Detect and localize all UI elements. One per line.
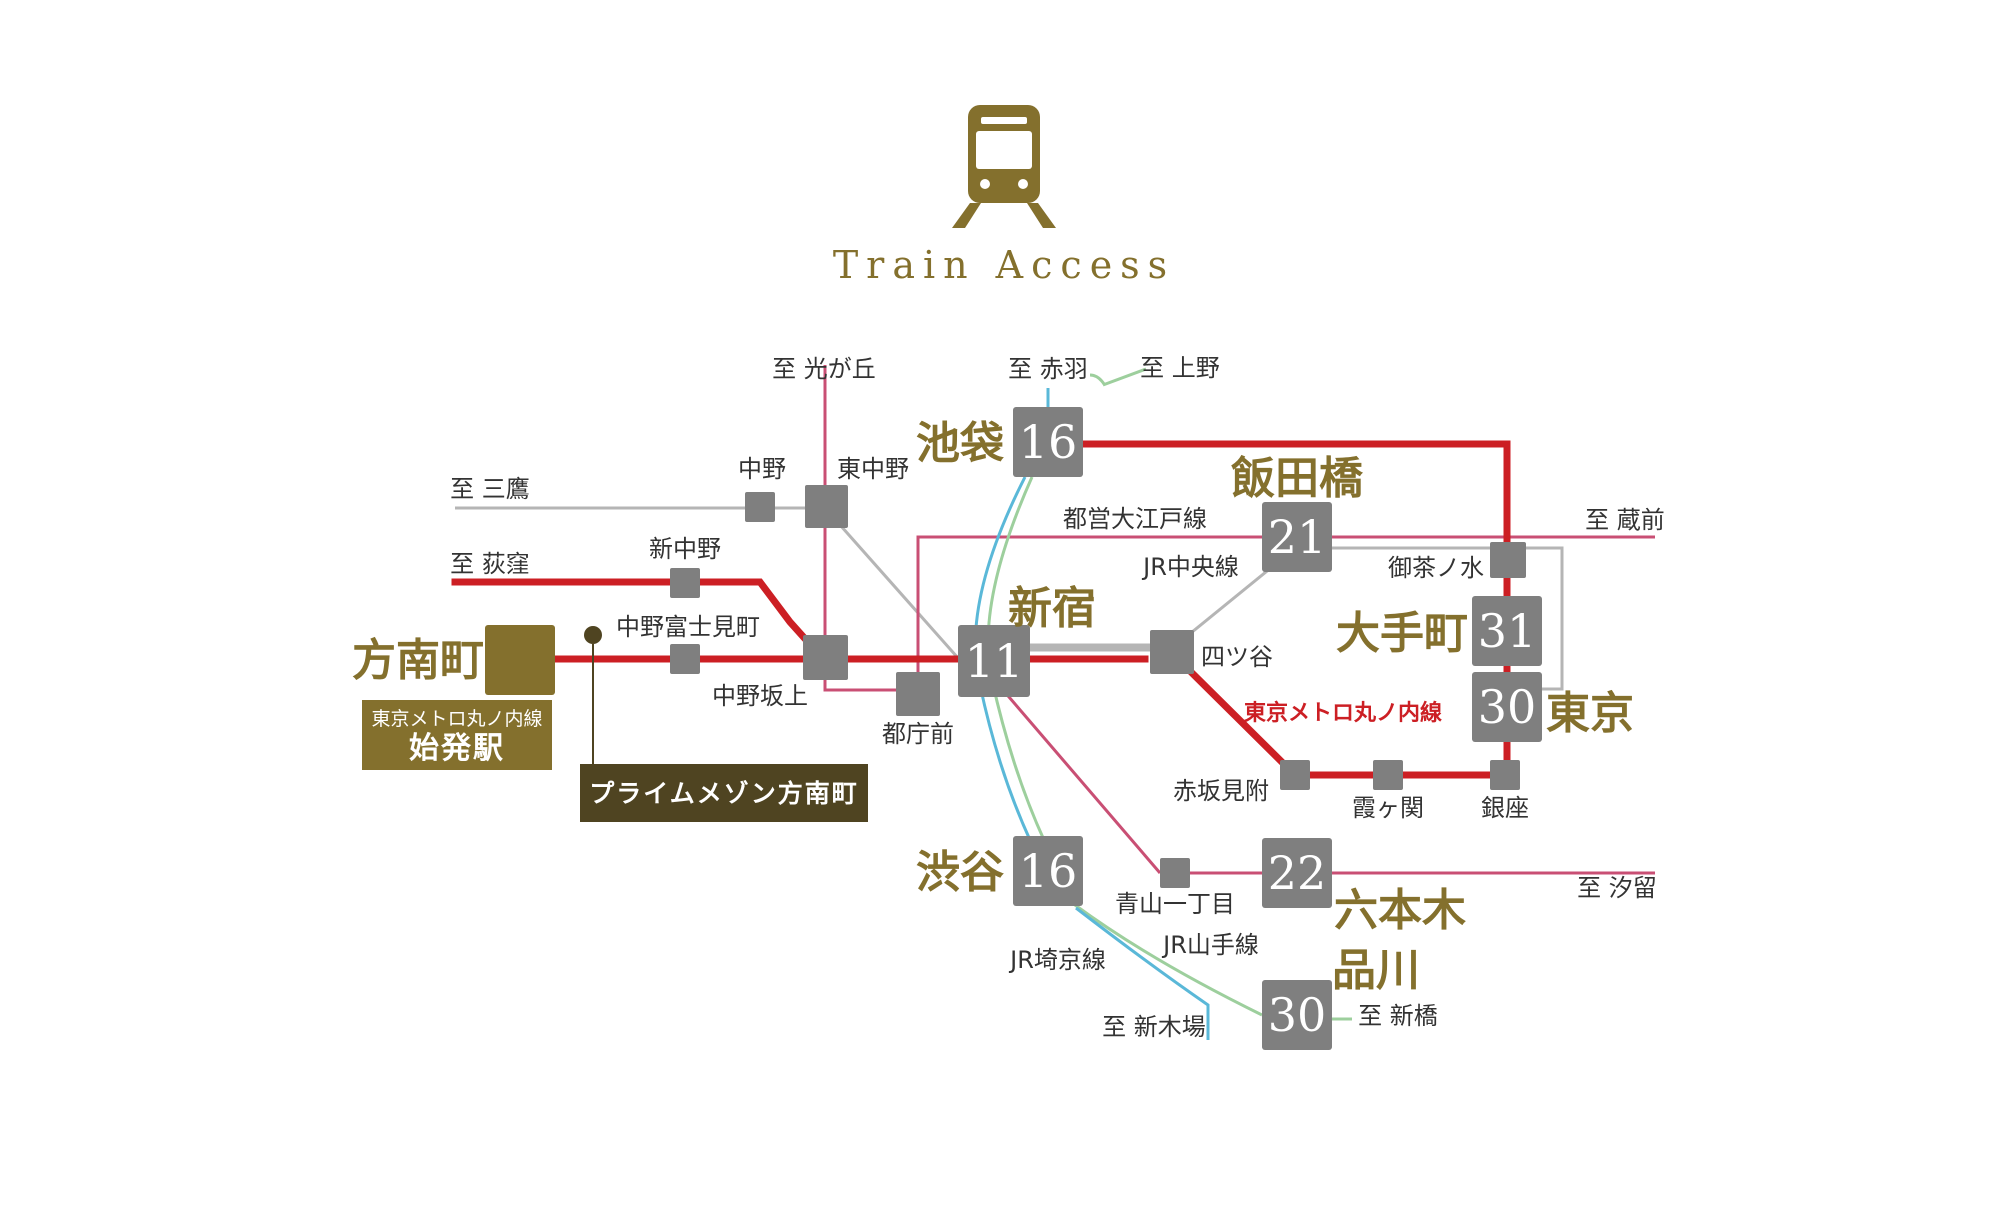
destination-shinbashi: 至 新橋 xyxy=(1358,1002,1438,1030)
station-name-shinnakano: 新中野 xyxy=(649,535,721,563)
station-name-yotsuya: 四ツ谷 xyxy=(1201,643,1273,671)
station-name-shinagawa: 品川 xyxy=(1332,945,1420,996)
origin-station-marker[interactable] xyxy=(485,625,555,695)
minutes-tokyo: 30 xyxy=(1478,680,1537,734)
destination-shiodome: 至 汐留 xyxy=(1577,874,1657,902)
destination-mitaka: 至 三鷹 xyxy=(450,475,530,503)
station-name-shibuya: 渋谷 xyxy=(916,847,1004,898)
line-label-jr-chuo: JR中央線 xyxy=(1141,553,1239,581)
station-name-otemachi: 大手町 xyxy=(1336,608,1468,659)
station-name-roppongi: 六本木 xyxy=(1334,885,1466,936)
minutes-shibuya: 16 xyxy=(1019,844,1078,898)
station-marker-kasumigaseki[interactable] xyxy=(1373,760,1403,790)
minutes-roppongi: 22 xyxy=(1268,846,1327,900)
major-station-ikebukuro[interactable]: 16 xyxy=(1013,407,1083,477)
station-name-shinjuku: 新宿 xyxy=(1008,583,1096,634)
station-name-aoyamaitchome: 青山一丁目 xyxy=(1115,890,1235,918)
station-marker-ginza[interactable] xyxy=(1490,760,1520,790)
page-title: Train Access xyxy=(833,243,1175,287)
destination-shinkiba: 至 新木場 xyxy=(1102,1013,1206,1041)
minutes-shinjuku: 11 xyxy=(965,634,1024,688)
station-name-tochomae: 都庁前 xyxy=(882,720,954,748)
major-station-shinjuku[interactable]: 11 xyxy=(958,625,1030,697)
station-name-nakanofujimicho: 中野富士見町 xyxy=(616,613,760,641)
minor-station-markers xyxy=(670,485,1526,888)
major-station-roppongi[interactable]: 22 xyxy=(1262,838,1332,908)
station-name-tokyo: 東京 xyxy=(1546,688,1634,739)
train-icon xyxy=(952,105,1056,228)
origin-badge-line: 東京メトロ丸ノ内線 xyxy=(371,708,542,730)
major-station-shinagawa[interactable]: 30 xyxy=(1262,980,1332,1050)
minutes-shinagawa: 30 xyxy=(1268,988,1327,1042)
minutes-iidabashi: 21 xyxy=(1268,510,1327,564)
station-marker-yotsuya[interactable] xyxy=(1150,630,1194,674)
station-marker-nakano[interactable] xyxy=(745,492,775,522)
property-name: プライムメゾン方南町 xyxy=(589,779,859,808)
line-label-oedo: 都営大江戸線 xyxy=(1063,505,1207,533)
destination-ueno: 至 上野 xyxy=(1140,354,1220,382)
station-name-higashinakano: 東中野 xyxy=(837,455,909,483)
station-marker-ochanomizu[interactable] xyxy=(1490,542,1526,578)
line-label-jr-saikyo: JR埼京線 xyxy=(1008,946,1106,974)
destination-kuramae: 至 蔵前 xyxy=(1585,506,1665,534)
property-pin xyxy=(584,626,602,764)
destination-akabane: 至 赤羽 xyxy=(1008,355,1088,383)
station-marker-higashinakano[interactable] xyxy=(805,485,848,528)
destination-ogikubo: 至 荻窪 xyxy=(450,550,530,578)
property-badge[interactable]: プライムメゾン方南町 xyxy=(580,764,868,822)
station-name-ikebukuro: 池袋 xyxy=(916,418,1004,469)
station-marker-akasakamitsuke[interactable] xyxy=(1280,760,1310,790)
origin-station-name: 方南町 xyxy=(352,635,484,686)
station-name-ginza: 銀座 xyxy=(1481,794,1529,822)
station-marker-aoyamaitchome[interactable] xyxy=(1160,858,1190,888)
major-station-iidabashi[interactable]: 21 xyxy=(1262,502,1332,572)
station-marker-tochomae[interactable] xyxy=(896,672,940,716)
station-name-iidabashi: 飯田橋 xyxy=(1231,453,1363,504)
line-label-marunouchi: 東京メトロ丸ノ内線 xyxy=(1244,700,1442,726)
minutes-ikebukuro: 16 xyxy=(1019,415,1078,469)
station-marker-shinnakano[interactable] xyxy=(670,568,700,598)
station-name-nakanosakaue: 中野坂上 xyxy=(712,682,808,710)
minutes-otemachi: 31 xyxy=(1478,604,1537,658)
line-label-jr-yamanote: JR山手線 xyxy=(1161,931,1259,959)
origin-badge: 東京メトロ丸ノ内線 始発駅 xyxy=(362,700,552,770)
major-station-otemachi[interactable]: 31 xyxy=(1472,596,1542,666)
major-station-tokyo[interactable]: 30 xyxy=(1472,672,1542,742)
major-station-shibuya[interactable]: 16 xyxy=(1013,836,1083,906)
station-name-akasakamitsuke: 赤坂見附 xyxy=(1173,777,1269,805)
station-name-ochanomizu: 御茶ノ水 xyxy=(1388,554,1484,582)
origin-badge-first-station: 始発駅 xyxy=(409,731,505,766)
station-marker-nakanofujimicho[interactable] xyxy=(670,644,700,674)
station-marker-nakanosakaue[interactable] xyxy=(803,635,848,680)
station-name-nakano: 中野 xyxy=(738,455,786,483)
destination-hikarigaoka: 至 光が丘 xyxy=(772,355,876,383)
station-name-kasumigaseki: 霞ヶ関 xyxy=(1352,794,1424,822)
